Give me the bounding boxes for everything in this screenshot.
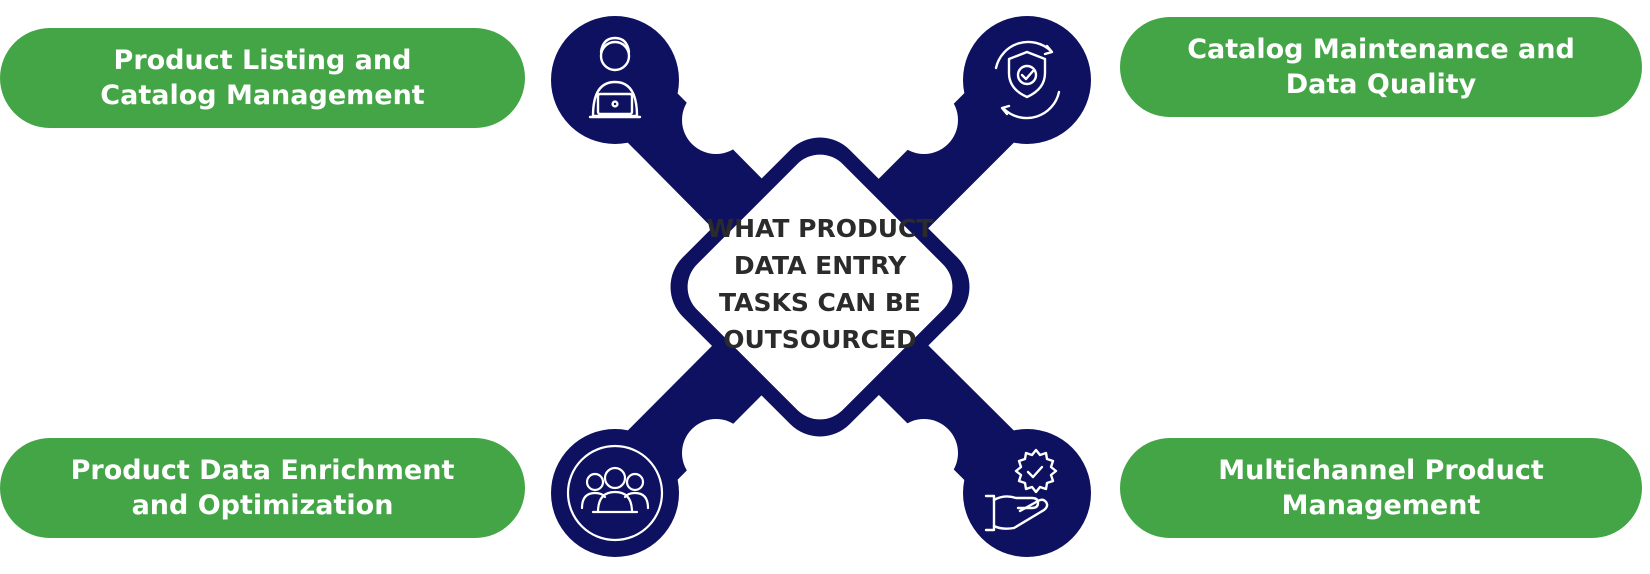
team-group-icon: [566, 444, 664, 542]
item-multichannel: Multichannel Product Management: [1120, 438, 1642, 538]
item-label-line: Product Data Enrichment: [70, 455, 455, 486]
shield-check-icon: [994, 40, 1061, 120]
item-label-line: Catalog Maintenance and: [1187, 34, 1575, 65]
center-diamond: [687, 154, 953, 420]
item-product-listing: Product Listing and Catalog Management: [0, 28, 525, 128]
center-title-line: DATA ENTRY: [733, 251, 907, 280]
hand-badge-icon: [984, 448, 1058, 532]
connector-cutouts: [536, 86, 1104, 487]
item-label-line: Product Listing and: [113, 45, 412, 76]
item-data-enrichment: Product Data Enrichment and Optimization: [0, 438, 525, 538]
center-title-line: WHAT PRODUCT: [706, 214, 934, 243]
node-top-right: [963, 16, 1091, 144]
item-label-line: Multichannel Product: [1218, 455, 1544, 486]
center-title-line: TASKS CAN BE: [718, 288, 921, 317]
item-label-line: Data Quality: [1285, 69, 1477, 100]
node-top-left: [551, 16, 679, 144]
center-title: WHAT PRODUCT DATA ENTRY TASKS CAN BE OUT…: [680, 210, 960, 358]
item-label-line: Management: [1281, 490, 1481, 521]
person-laptop-icon: [588, 36, 642, 119]
item-label-line: Catalog Management: [100, 80, 425, 111]
center-title-line: OUTSOURCED: [723, 325, 917, 354]
item-catalog-maintenance: Catalog Maintenance and Data Quality: [1120, 17, 1642, 117]
node-circles: [551, 16, 1091, 557]
item-label-line: and Optimization: [131, 490, 394, 521]
node-bottom-right: [963, 429, 1091, 557]
